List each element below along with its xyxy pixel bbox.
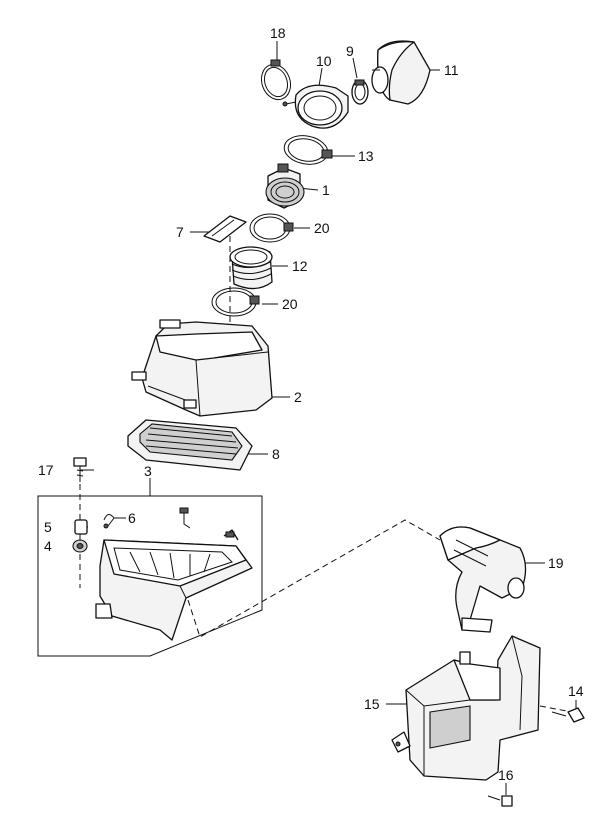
clamp-9 xyxy=(351,79,369,105)
callout-7: 7 xyxy=(176,224,184,240)
air-cleaner-body xyxy=(95,507,253,641)
callout-17: 17 xyxy=(38,462,54,478)
label-plate-7 xyxy=(203,215,247,243)
callout-3: 3 xyxy=(144,463,152,479)
callout-10: 10 xyxy=(316,53,332,69)
group-frame xyxy=(37,495,263,657)
callout-14: 14 xyxy=(568,683,584,699)
callout-4: 4 xyxy=(44,538,52,554)
callout-13: 13 xyxy=(358,148,374,164)
hose-clamp-13 xyxy=(283,135,333,165)
callout-1: 1 xyxy=(322,182,330,198)
air-flow-sensor-1 xyxy=(265,163,305,209)
callout-5: 5 xyxy=(44,519,52,535)
hose-clamp-20-upper xyxy=(249,213,294,243)
resonator-15 xyxy=(391,635,541,781)
bushing-5 xyxy=(74,519,88,535)
callout-19: 19 xyxy=(548,555,564,571)
callout-16: 16 xyxy=(498,767,514,783)
grommet-4 xyxy=(72,539,88,553)
air-filter-element-8 xyxy=(127,419,253,471)
bellows-hose-12 xyxy=(229,246,273,290)
callout-18: 18 xyxy=(270,25,286,41)
air-cleaner-cover-2 xyxy=(131,319,273,417)
screw-14 xyxy=(551,707,585,723)
callout-20-upper: 20 xyxy=(314,220,330,236)
bolt-17 xyxy=(73,457,87,482)
hose-clamp-20-lower xyxy=(211,287,260,317)
intake-hose-10 xyxy=(282,84,349,129)
hose-clip-6 xyxy=(103,514,115,529)
callout-8: 8 xyxy=(272,446,280,462)
hose-clamp-18 xyxy=(260,59,292,101)
intake-duct-19 xyxy=(439,526,527,633)
callout-12: 12 xyxy=(292,258,308,274)
callout-15: 15 xyxy=(364,696,380,712)
callouts: 18 10 9 11 13 1 20 7 12 20 2 8 3 17 5 4 … xyxy=(38,25,584,783)
air-inlet-duct-11 xyxy=(371,40,431,105)
callout-2: 2 xyxy=(294,389,302,405)
callout-6: 6 xyxy=(128,510,136,526)
callout-11: 11 xyxy=(444,62,459,78)
callout-20-lower: 20 xyxy=(282,296,298,312)
bolt-16 xyxy=(487,795,513,807)
callout-9: 9 xyxy=(346,43,354,59)
